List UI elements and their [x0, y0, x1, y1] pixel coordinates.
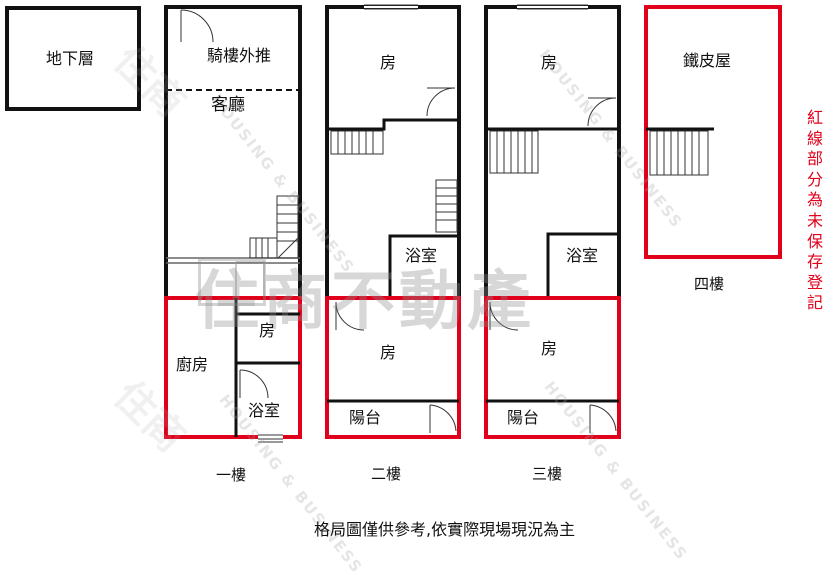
floor1-plan: [164, 5, 302, 299]
room-label-f3-room-front: 房: [541, 339, 558, 358]
room-label-f1-bath: 浴室: [248, 401, 281, 420]
footer-note: 格局圖僅供參考,依實際現場現況為主: [314, 520, 576, 539]
floor2-plan: [325, 4, 461, 298]
floor4-staircase: [649, 130, 709, 176]
floor4-unregistered: [644, 5, 782, 259]
legend-note: 紅線部分為未保存登記: [806, 108, 823, 313]
room-label-iron-house: 鐵皮屋: [683, 51, 732, 70]
room-label-f2-room-front: 房: [380, 343, 397, 362]
floor1-unregistered: [164, 296, 302, 443]
room-label-basement: 地下層: [46, 49, 95, 68]
floor-label-3f: 三樓: [532, 465, 563, 483]
basement-outline: [5, 6, 141, 111]
floor2-unregistered: [325, 296, 461, 439]
floor3-unregistered: [484, 296, 621, 439]
floor3-staircase: [489, 130, 539, 174]
room-label-living-room: 客廳: [211, 95, 245, 115]
room-label-arcade: 騎樓外推: [207, 46, 272, 65]
room-label-f2-room-back: 房: [380, 53, 397, 72]
floor-label-4f: 四樓: [694, 275, 725, 293]
floor3-plan: [484, 4, 621, 298]
room-label-f3-room-back: 房: [541, 53, 558, 72]
door-swing: [180, 9, 214, 43]
room-label-f3-bath: 浴室: [566, 246, 599, 265]
room-label-kitchen: 廚房: [176, 355, 209, 374]
floor-plan: [5, 4, 782, 443]
room-label-f3-balcony: 陽台: [507, 408, 540, 427]
room-label-f2-bath: 浴室: [405, 246, 438, 265]
room-label-f1-room: 房: [259, 321, 276, 340]
floor2-staircase: [330, 130, 458, 233]
floor-label-2f: 二樓: [371, 465, 402, 483]
floor-label-1f: 一樓: [216, 466, 247, 484]
room-label-f2-balcony: 陽台: [349, 408, 382, 427]
floor1-staircase: [249, 195, 299, 259]
